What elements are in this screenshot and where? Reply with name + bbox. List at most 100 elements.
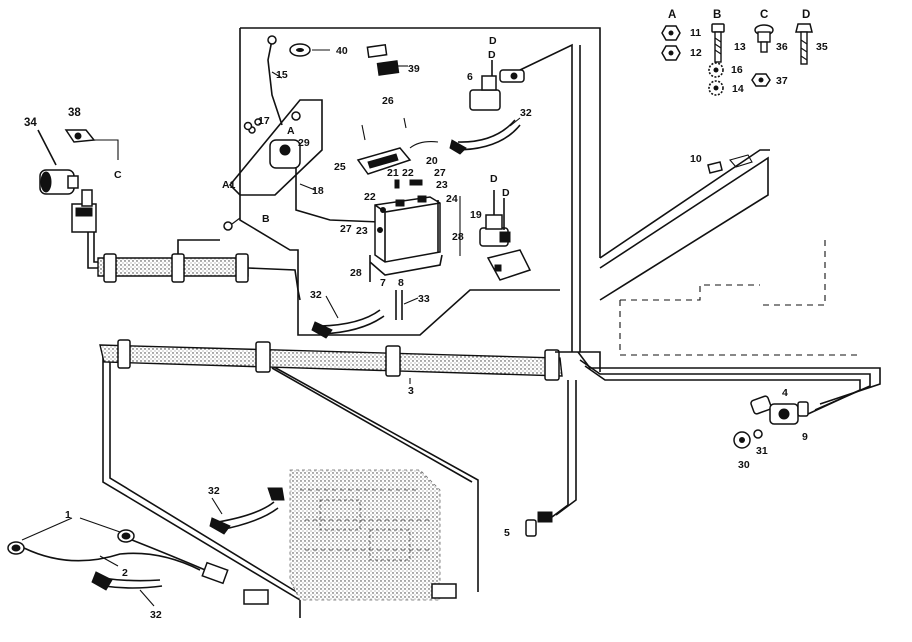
hardware-header-a: A <box>668 9 676 21</box>
callout-25: 25 <box>334 161 346 173</box>
callout-10: 10 <box>690 153 702 165</box>
bracket-icon <box>64 129 96 143</box>
callout-32: 32 <box>150 609 162 621</box>
leader-lines <box>21 49 521 607</box>
plug-icon <box>201 561 229 585</box>
hardware-header-d: D <box>802 9 810 21</box>
callout-21: 21 <box>387 167 399 179</box>
callout-22: 22 <box>402 167 414 179</box>
callout-11: 11 <box>690 27 701 39</box>
callout-19: 19 <box>470 209 482 221</box>
callout-28: 28 <box>452 231 464 243</box>
hardware-header-c: C <box>760 9 768 21</box>
callout-27: 27 <box>340 223 352 235</box>
callout-38: 38 <box>68 107 81 119</box>
bolt-icon <box>711 23 725 63</box>
fuse-icon <box>366 43 400 76</box>
callout-15: 15 <box>276 69 288 81</box>
connector-icon <box>707 154 753 174</box>
main-harness <box>99 339 601 381</box>
callout-29: 29 <box>298 137 310 149</box>
callout-16: 16 <box>731 64 743 76</box>
callout-14: 14 <box>732 83 744 95</box>
ignition-coil-icon <box>39 169 97 233</box>
callout-7: 7 <box>380 277 386 289</box>
callout-31: 31 <box>756 445 768 457</box>
hardware-header-b: B <box>713 9 721 21</box>
battery-cable-icon <box>449 119 521 155</box>
connector-label-d: D <box>490 173 498 185</box>
callout-6: 6 <box>467 71 473 83</box>
routing-outline <box>102 27 881 618</box>
callout-28: 28 <box>350 267 362 279</box>
harness-clip <box>385 345 401 377</box>
callout-20: 20 <box>426 155 438 167</box>
callout-23: 23 <box>356 225 368 237</box>
connector-label-c: C <box>114 169 122 181</box>
grommet-icon <box>289 43 311 57</box>
engine-block <box>289 469 441 601</box>
coil-harness <box>87 230 301 301</box>
callout-12: 12 <box>690 47 702 59</box>
callout-32: 32 <box>520 107 532 119</box>
callout-24: 24 <box>446 193 458 205</box>
callout-36: 36 <box>776 41 788 53</box>
callout-32: 32 <box>208 485 220 497</box>
callout-4: 4 <box>782 387 788 399</box>
harness-clip <box>103 253 117 283</box>
switch-icon <box>356 147 412 175</box>
harness-clip <box>171 253 185 283</box>
plug-icon <box>243 589 269 605</box>
connector-label-d: D <box>502 187 510 199</box>
callout-30: 30 <box>738 459 750 471</box>
screw-icon <box>223 217 241 231</box>
battery-cable-icon <box>209 487 285 535</box>
battery-icon <box>369 195 443 276</box>
callout-8: 8 <box>398 277 404 289</box>
harness-clip <box>117 339 131 369</box>
connector-label-d: D <box>489 35 497 47</box>
callout-22: 22 <box>364 191 376 203</box>
callout-35: 35 <box>816 41 828 53</box>
callout-3: 3 <box>408 385 414 397</box>
harness-clip <box>544 349 560 381</box>
battery-terminal-bolts-icon <box>377 179 423 233</box>
callout-17: 17 <box>258 115 270 127</box>
callout-34: 34 <box>24 117 37 129</box>
part-labels: 1 2 3 4 5 6 7 8 9 10 11 12 13 14 15 16 1… <box>24 9 828 621</box>
connector-label-a: A <box>287 125 295 137</box>
flange-bolt-icon <box>754 24 774 53</box>
callout-2: 2 <box>122 567 128 579</box>
switch-icon <box>525 511 553 537</box>
connector-label-d: D <box>488 49 496 61</box>
nut-icon <box>751 73 771 87</box>
connector-icon <box>486 249 532 281</box>
callout-1: 1 <box>65 509 71 521</box>
callout-23: 23 <box>436 179 448 191</box>
callout-13: 13 <box>734 41 746 53</box>
callout-27: 27 <box>434 167 446 179</box>
interlock-switch-icon <box>479 190 511 247</box>
connector-label-a1: A1 <box>222 179 236 191</box>
connector-label-b: B <box>262 213 270 225</box>
harness-clip <box>235 253 249 283</box>
callout-39: 39 <box>408 63 420 75</box>
callout-37: 37 <box>776 75 788 87</box>
battery-cable-icon <box>91 571 163 591</box>
callout-18: 18 <box>312 185 324 197</box>
callout-26: 26 <box>382 95 394 107</box>
seat-switch-icon <box>750 395 809 425</box>
callout-32: 32 <box>310 289 322 301</box>
battery-cable-icon <box>311 309 385 339</box>
harness-clip <box>255 341 271 373</box>
bolt-icon <box>795 23 813 65</box>
callout-33: 33 <box>418 293 430 305</box>
callout-9: 9 <box>802 431 808 443</box>
callout-40: 40 <box>336 45 348 57</box>
key-switch-icon <box>469 60 525 111</box>
callout-5: 5 <box>504 527 510 539</box>
nut-icon <box>661 25 681 61</box>
screw-icon <box>243 118 262 131</box>
